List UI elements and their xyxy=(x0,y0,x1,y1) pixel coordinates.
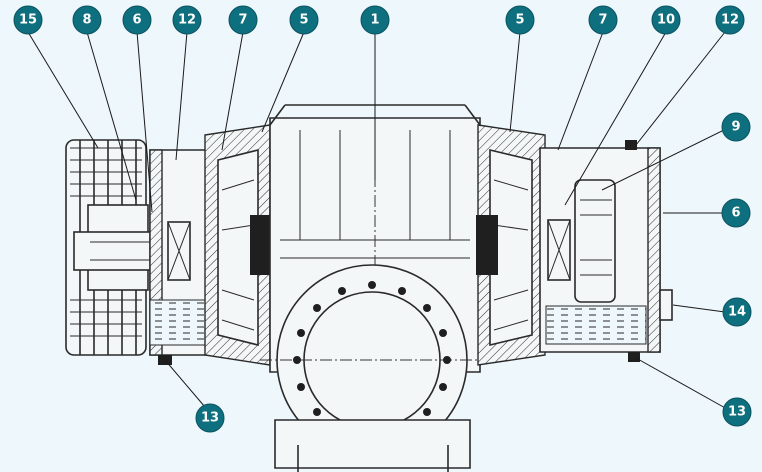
svg-text:14: 14 xyxy=(728,305,746,320)
svg-text:9: 9 xyxy=(731,120,740,135)
callout-8: 8 xyxy=(72,5,102,35)
svg-text:6: 6 xyxy=(132,13,141,28)
svg-text:6: 6 xyxy=(731,206,740,221)
callout-6-right: 6 xyxy=(721,198,751,228)
svg-text:7: 7 xyxy=(598,13,607,28)
svg-text:13: 13 xyxy=(728,405,746,420)
left-impeller-casing xyxy=(204,124,272,366)
svg-text:13: 13 xyxy=(201,411,219,426)
right-bearing-housing xyxy=(539,140,673,362)
callout-13-left: 13 xyxy=(195,403,225,433)
svg-text:12: 12 xyxy=(178,13,196,28)
right-impeller-casing xyxy=(476,124,546,366)
left-bearing-housing xyxy=(149,149,211,365)
callout-14: 14 xyxy=(722,297,752,327)
callouts: 15 8 6 12 7 5 1 5 7 10 12 xyxy=(13,5,752,433)
callout-6-left: 6 xyxy=(122,5,152,35)
svg-text:1: 1 xyxy=(370,13,379,28)
callout-12-left: 12 xyxy=(172,5,202,35)
callout-5-right: 5 xyxy=(505,5,535,35)
pump-base xyxy=(274,419,471,472)
oil-ring xyxy=(574,179,616,303)
callout-7-right: 7 xyxy=(588,5,618,35)
callout-1: 1 xyxy=(360,5,390,35)
callout-12-right: 12 xyxy=(715,5,745,35)
svg-text:5: 5 xyxy=(515,13,524,28)
callout-15: 15 xyxy=(13,5,43,35)
svg-text:5: 5 xyxy=(299,13,308,28)
svg-text:10: 10 xyxy=(657,13,675,28)
leader-lines xyxy=(27,31,731,410)
svg-text:7: 7 xyxy=(238,13,247,28)
callout-9: 9 xyxy=(721,112,751,142)
callout-7-left: 7 xyxy=(228,5,258,35)
svg-text:15: 15 xyxy=(19,13,37,28)
discharge-flange xyxy=(260,264,485,456)
callout-13-right: 13 xyxy=(722,397,752,427)
callout-5-left: 5 xyxy=(289,5,319,35)
svg-text:8: 8 xyxy=(82,13,91,28)
svg-text:12: 12 xyxy=(721,13,739,28)
callout-10: 10 xyxy=(651,5,681,35)
